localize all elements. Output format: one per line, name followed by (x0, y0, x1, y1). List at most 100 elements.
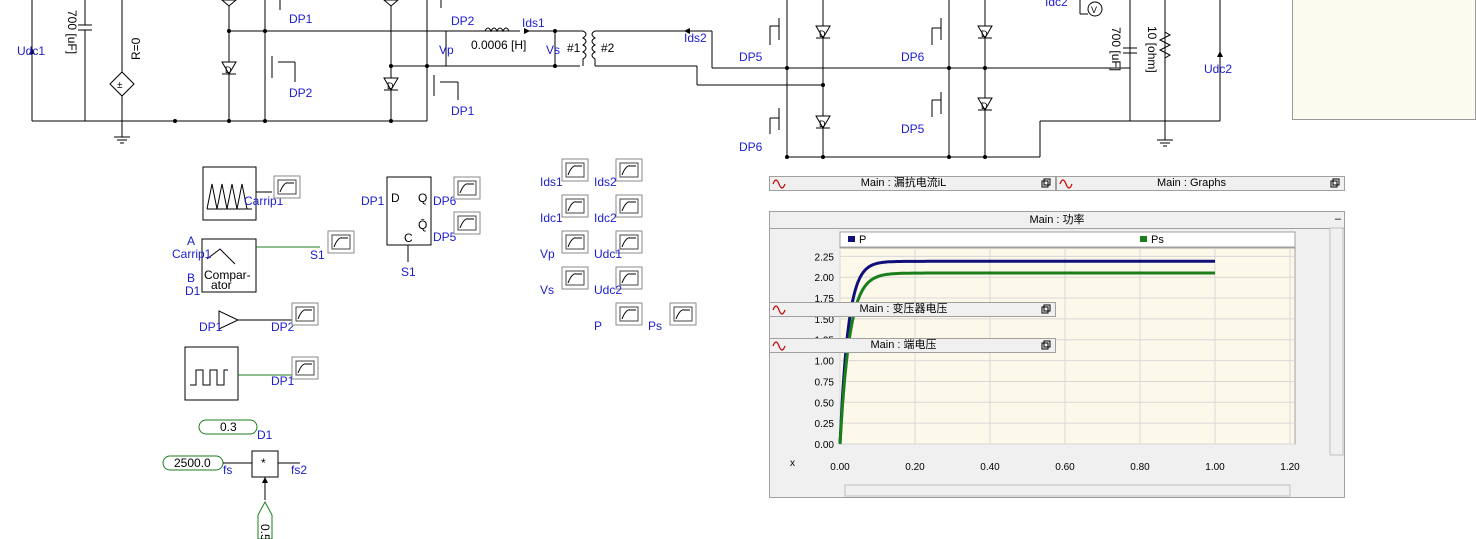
x-tick-label: 1.20 (1280, 462, 1300, 473)
meter-vp[interactable]: Vp (540, 230, 589, 261)
ff-clk-label: S1 (401, 265, 416, 279)
meter-ids1[interactable]: Ids1 (540, 158, 589, 189)
x-tick-label: 0.40 (980, 462, 1000, 473)
cap2-label: 700 [uF] (1109, 27, 1123, 71)
vs-label: Vs (546, 43, 560, 57)
flip-flop-block[interactable]: D Q Q̄ C DP1 DP6 DP5 S1 (361, 176, 457, 279)
restore-icon[interactable] (1330, 178, 1341, 189)
meter-idc2[interactable]: Idc2 (594, 194, 643, 225)
constant-d1[interactable]: 0.3 D1 (198, 419, 273, 442)
constant-fs[interactable]: 2500.0 fs * fs2 0.5 (162, 450, 307, 539)
graph-bar-graphs[interactable]: Main : Graphs (1056, 176, 1345, 191)
square-wave-block[interactable]: DP1 (184, 346, 295, 401)
minimize-button[interactable]: – (1334, 213, 1341, 225)
comparator-a-label: A (187, 234, 195, 248)
comparator-b-label: B (187, 271, 195, 285)
meter-ids2[interactable]: Ids2 (594, 158, 643, 189)
series-line-ps (838, 271, 1215, 445)
plot-window-power[interactable]: Main : 功率 – PPs0.000.250.500.751.001.251… (769, 211, 1345, 498)
dp2-top-label: DP2 (451, 14, 475, 28)
svg-text:V: V (1091, 5, 1097, 15)
wave-icon (772, 305, 786, 315)
meter-p[interactable]: P (594, 302, 643, 333)
comparator-d1-label: D1 (185, 284, 201, 298)
y-tick-label: 0.75 (815, 377, 835, 388)
meter-vs[interactable]: Vs (540, 266, 589, 297)
wave-icon (772, 341, 786, 351)
graph-bar-terminal-voltage[interactable]: Main : 端电压 (769, 338, 1056, 353)
x-tick-label: 1.00 (1205, 462, 1225, 473)
winding2-label: #2 (601, 41, 615, 55)
meter-carrip[interactable] (273, 175, 301, 199)
meter-s1[interactable] (327, 230, 355, 254)
primary-bridge: D DP2 DP1 D DP1 DP2 Vp (221, 0, 580, 123)
vp-label: Vp (439, 43, 454, 57)
x-axis-name: x (790, 458, 795, 469)
x-tick-label: 0.60 (1055, 462, 1075, 473)
restore-icon[interactable] (1041, 304, 1052, 315)
meter-udc1[interactable]: Udc1 (594, 230, 643, 261)
y-tick-label: 0.00 (815, 440, 835, 451)
dp1-mid-label: DP1 (451, 104, 475, 118)
ff-in-label: DP1 (361, 194, 385, 208)
inductor-label: 0.0006 [H] (471, 38, 526, 52)
v-scrollbar[interactable] (1329, 227, 1344, 456)
svg-text:D: D (981, 29, 988, 39)
ff-q-out-label: DP6 (433, 194, 457, 208)
graph-bar-transformer-voltage[interactable]: Main : 变压器电压 (769, 302, 1056, 317)
svg-text:D: D (819, 29, 826, 39)
triangle-generator[interactable]: Carrip1 (202, 166, 284, 221)
y-tick-label: 2.25 (815, 252, 835, 263)
y-tick-label: 2.00 (815, 273, 835, 284)
meter-label-idc2: Idc2 (594, 211, 617, 225)
series-line-p (838, 259, 1215, 445)
svg-text:D: D (819, 119, 826, 129)
graph-bar-terminal-voltage-title: Main : 端电压 (870, 339, 937, 351)
meter-label-udc1: Udc1 (594, 247, 622, 261)
graph-bar-graphs-title: Main : Graphs (1156, 177, 1227, 189)
restore-icon[interactable] (1041, 340, 1052, 351)
comparator-out-label: S1 (310, 248, 325, 262)
udc2-label: Udc2 (1204, 62, 1232, 76)
inverter-in-label: DP1 (199, 320, 223, 334)
winding1-label: #1 (567, 41, 581, 55)
legend-entry-ps: Ps (1151, 234, 1164, 246)
udc1-label: Udc1 (17, 44, 45, 58)
meter-dp2[interactable] (291, 302, 319, 326)
secondary-bridge: D D D D DP5 DP6 DP6 DP5 (739, 0, 1220, 159)
meter-label-ps: Ps (648, 319, 662, 333)
h-scrollbar[interactable] (844, 484, 1291, 497)
meter-label-ids1: Ids1 (540, 175, 563, 189)
meter-ps[interactable]: Ps (648, 302, 697, 333)
meter-idc1[interactable]: Idc1 (540, 194, 589, 225)
meter-label-ids2: Ids2 (594, 175, 617, 189)
const-d1-value: 0.3 (220, 420, 237, 434)
meter-dp5[interactable] (453, 211, 481, 235)
inverter-block[interactable]: DP1 DP2 (199, 310, 295, 334)
restore-icon[interactable] (1041, 178, 1052, 189)
meter-dp6[interactable] (453, 176, 481, 200)
power-chart[interactable]: PPs0.000.250.500.751.001.251.501.752.002… (770, 212, 1344, 497)
ff-qbar-out-label: DP5 (433, 230, 457, 244)
x-tick-label: 0.20 (905, 462, 925, 473)
meter-dp1[interactable] (291, 356, 319, 380)
dp2-mid-label: DP2 (289, 86, 313, 100)
graph-bar-leak-current[interactable]: Main : 漏抗电流iL (769, 176, 1056, 191)
meter-label-idc1: Idc1 (540, 211, 563, 225)
meter-label-udc2: Udc2 (594, 283, 622, 297)
comparator-block[interactable]: Compar- ator A Carrip1 B D1 S1 (172, 234, 325, 298)
const-d1-out-label: D1 (257, 428, 273, 442)
meter-udc2[interactable]: Udc2 (594, 266, 643, 297)
ff-q-pin: Q (418, 191, 427, 205)
graph-bar-leak-current-title: Main : 漏抗电流iL (860, 177, 947, 189)
properties-panel (1292, 0, 1476, 120)
y-tick-label: 0.50 (815, 398, 835, 409)
meter-label-p: P (594, 319, 602, 333)
dp5-b-label: DP5 (901, 122, 925, 136)
graph-bar-transformer-voltage-title: Main : 变压器电压 (859, 303, 948, 315)
ids2-label: Ids2 (684, 31, 707, 45)
r0-label: R=0 (129, 37, 143, 60)
wave-icon (1059, 179, 1073, 189)
